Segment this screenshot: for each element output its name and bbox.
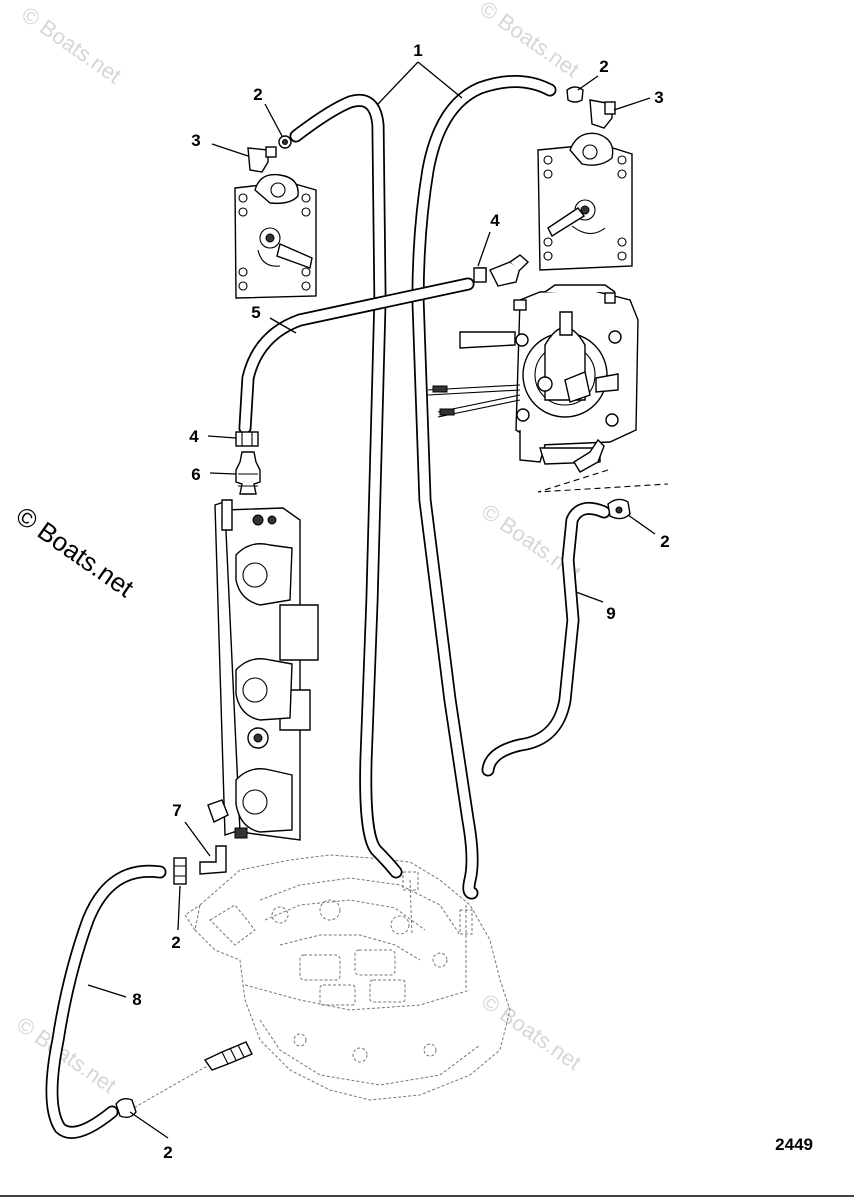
callout-2-top-left: 2 (253, 85, 262, 104)
engine-block-outline (129, 854, 511, 1111)
callout-3-top-right: 3 (654, 88, 663, 107)
leader-lines (87, 61, 656, 1139)
callout-1: 1 (413, 41, 422, 60)
callout-9: 9 (606, 604, 615, 623)
fitting-6 (235, 451, 261, 495)
callout-4-lower: 4 (189, 427, 199, 446)
fitting-7 (199, 845, 227, 875)
right-pump-assembly (537, 86, 633, 271)
clamp-2-lower (173, 857, 187, 885)
watermark-bottom-right: © Boats.net (477, 989, 586, 1076)
callout-7: 7 (172, 801, 181, 820)
callout-4-upper: 4 (490, 211, 500, 230)
clamp-2-hose-9 (607, 498, 631, 520)
callout-2-top-right: 2 (599, 57, 608, 76)
hose-layer (45, 74, 611, 1139)
callout-labels: 1 2 3 2 3 4 5 4 6 2 9 7 2 8 2 (132, 41, 669, 1162)
watermark-top-right: © Boats.net (475, 0, 584, 82)
callout-2-right: 2 (660, 532, 669, 551)
spring-fitting (203, 1041, 253, 1071)
left-pump-assembly (234, 135, 317, 299)
fitting-4-upper (473, 267, 487, 283)
callout-8: 8 (132, 990, 141, 1009)
watermark-main: © Boats.net (11, 500, 140, 603)
figure-number: 2449 (775, 1135, 813, 1154)
watermark-top-left: © Boats.net (17, 2, 126, 89)
reference-wedge (537, 469, 669, 493)
vapor-separator (427, 254, 639, 473)
callout-3-top-left: 3 (191, 131, 200, 150)
callout-5: 5 (251, 303, 260, 322)
fuel-rail-assembly (207, 499, 319, 841)
callout-6: 6 (191, 465, 200, 484)
fitting-4-lower (235, 431, 259, 447)
callout-2-bottom: 2 (163, 1143, 172, 1162)
callout-2-lower-left: 2 (171, 933, 180, 952)
